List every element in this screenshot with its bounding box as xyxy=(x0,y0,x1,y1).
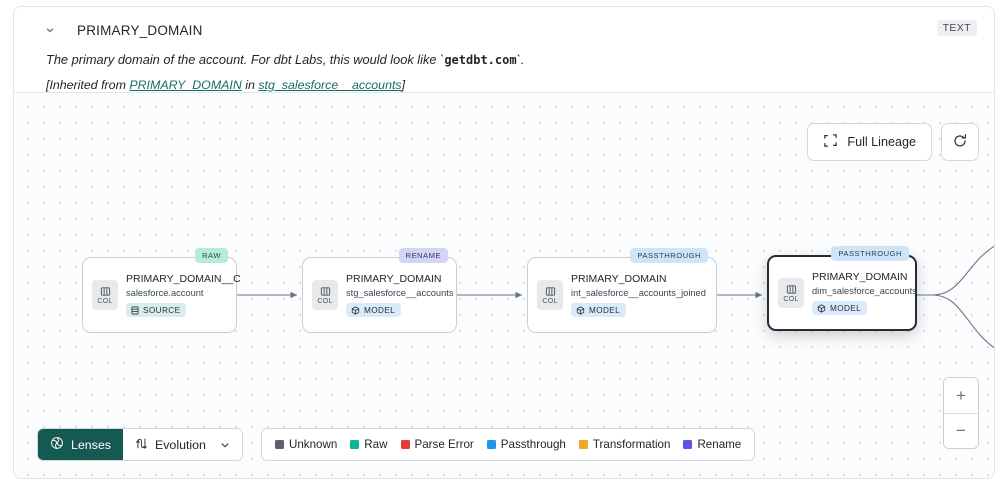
node-kind-badge: SOURCE xyxy=(126,303,187,317)
expand-icon xyxy=(823,133,838,151)
node-subtitle: int_salesforce__accounts_joined xyxy=(571,288,706,298)
node-name: PRIMARY_DOMAIN xyxy=(571,273,667,285)
inherited-model-link[interactable]: stg_salesforce__accounts xyxy=(258,77,402,92)
legend-item: Passthrough xyxy=(486,438,566,451)
legend-swatch xyxy=(578,440,588,449)
node-kind-badge: MODEL xyxy=(812,301,868,315)
refresh-button[interactable] xyxy=(941,123,979,161)
legend-swatch xyxy=(400,440,410,449)
node-body: PRIMARY_DOMAIN stg_salesforce__accounts … xyxy=(346,273,454,317)
node-tag: RAW xyxy=(195,248,228,263)
chevron-down-icon xyxy=(219,439,231,451)
node-kind-badge: MODEL xyxy=(346,303,402,317)
inherited-prefix: [Inherited from xyxy=(46,77,130,92)
col-icon: COL xyxy=(92,280,118,310)
cube-icon xyxy=(351,305,360,315)
legend-label: Passthrough xyxy=(500,438,566,451)
inherited-mid: in xyxy=(241,77,259,92)
inherited-column-link[interactable]: PRIMARY_DOMAIN xyxy=(129,77,242,92)
node-subtitle: stg_salesforce__accounts xyxy=(346,288,454,298)
col-label: COL xyxy=(317,297,333,305)
col-icon: COL xyxy=(537,280,563,310)
zoom-controls: + − xyxy=(943,377,979,449)
lineage-node[interactable]: PASSTHROUGH COL PRIMARY_DOMAIN int_sales… xyxy=(527,248,717,333)
lineage-node[interactable]: RENAME COL PRIMARY_DOMAIN stg_salesforce… xyxy=(302,248,457,333)
legend-label: Transformation xyxy=(592,438,671,451)
card-header: PRIMARY_DOMAIN TEXT The primary domain o… xyxy=(14,7,994,92)
evolution-label: Evolution xyxy=(154,437,206,452)
node-kind-badge: MODEL xyxy=(571,303,627,317)
page-title: PRIMARY_DOMAIN xyxy=(77,22,203,38)
lens-icon xyxy=(50,436,64,453)
node-body: PRIMARY_DOMAIN dim_salesforce_accounts M… xyxy=(812,271,917,315)
database-icon xyxy=(131,306,139,314)
legend-item: Transformation xyxy=(578,438,671,451)
legend-swatch xyxy=(274,440,284,449)
col-icon: COL xyxy=(312,280,338,310)
col-icon: COL xyxy=(778,278,804,308)
evolution-dropdown[interactable]: Evolution xyxy=(122,429,242,460)
legend-label: Rename xyxy=(697,438,742,451)
node-subtitle: salesforce.account xyxy=(126,288,204,298)
legend-item: Unknown xyxy=(274,438,338,451)
lenses-evolution-segmented: Lenses Evolution xyxy=(37,428,243,461)
legend-label: Raw xyxy=(364,438,388,451)
col-label: COL xyxy=(783,295,799,303)
node-tag: PASSTHROUGH xyxy=(630,248,708,263)
node-body: PRIMARY_DOMAIN int_salesforce__accounts_… xyxy=(571,273,706,317)
edge-out-top xyxy=(917,245,994,296)
legend-swatch xyxy=(350,440,360,449)
description-code: getdbt.com xyxy=(444,53,517,67)
node-name: PRIMARY_DOMAIN xyxy=(812,271,908,283)
node-kind-label: MODEL xyxy=(364,305,396,315)
lineage-node[interactable]: RAW COL PRIMARY_DOMAIN__C salesforce.acc… xyxy=(82,248,241,333)
lineage-edges xyxy=(237,245,994,349)
inherited-from-line: [Inherited from PRIMARY_DOMAIN in stg_sa… xyxy=(46,78,978,92)
legend-swatch xyxy=(683,440,693,449)
column-description: The primary domain of the account. For d… xyxy=(46,52,978,69)
full-lineage-button[interactable]: Full Lineage xyxy=(807,123,932,161)
zoom-out-button[interactable]: − xyxy=(944,413,978,448)
node-body: PRIMARY_DOMAIN__C salesforce.account SOU… xyxy=(126,273,241,317)
col-label: COL xyxy=(542,297,558,305)
description-text-pre: The primary domain of the account. For d… xyxy=(46,52,445,67)
column-lineage-card: PRIMARY_DOMAIN TEXT The primary domain o… xyxy=(13,6,995,479)
col-label: COL xyxy=(97,297,113,305)
legend-label: Unknown xyxy=(288,438,338,451)
description-text-post: `. xyxy=(516,52,525,67)
status-badge: TEXT xyxy=(936,20,977,36)
legend-item: Raw xyxy=(350,438,388,451)
legend-swatch xyxy=(486,440,496,449)
lenses-button[interactable]: Lenses xyxy=(38,429,123,460)
zoom-in-button[interactable]: + xyxy=(944,378,978,413)
node-name: PRIMARY_DOMAIN xyxy=(346,273,442,285)
node-subtitle: dim_salesforce_accounts xyxy=(812,286,917,296)
node-tag: PASSTHROUGH xyxy=(831,246,909,261)
node-kind-label: MODEL xyxy=(830,303,862,313)
cube-icon xyxy=(817,303,826,313)
canvas-bottom-bar: Lenses Evolution xyxy=(37,428,756,461)
evolution-icon xyxy=(134,436,148,454)
refresh-icon xyxy=(952,133,968,152)
lineage-canvas[interactable]: RAW COL PRIMARY_DOMAIN__C salesforce.acc… xyxy=(14,92,994,478)
node-kind-label: MODEL xyxy=(589,305,621,315)
edge-out-bottom xyxy=(917,294,994,349)
full-lineage-label: Full Lineage xyxy=(847,135,916,149)
header-title-row: PRIMARY_DOMAIN xyxy=(30,19,978,41)
legend-item: Rename xyxy=(683,438,741,451)
lenses-label: Lenses xyxy=(71,437,111,452)
node-tag: RENAME xyxy=(398,248,448,263)
inherited-suffix: ] xyxy=(401,77,406,92)
chevron-down-icon[interactable] xyxy=(43,23,57,37)
cube-icon xyxy=(576,305,585,315)
canvas-top-controls: Full Lineage xyxy=(807,123,979,161)
node-kind-label: SOURCE xyxy=(143,305,181,315)
legend-label: Parse Error xyxy=(414,438,474,451)
legend-item: Parse Error xyxy=(400,438,474,451)
lineage-legend: Unknown Raw Parse Error Passthrough Tran… xyxy=(260,428,756,461)
lineage-node-selected[interactable]: PASSTHROUGH COL PRIMARY_DOMAIN dim_sales… xyxy=(767,246,917,331)
node-name: PRIMARY_DOMAIN__C xyxy=(126,273,241,285)
